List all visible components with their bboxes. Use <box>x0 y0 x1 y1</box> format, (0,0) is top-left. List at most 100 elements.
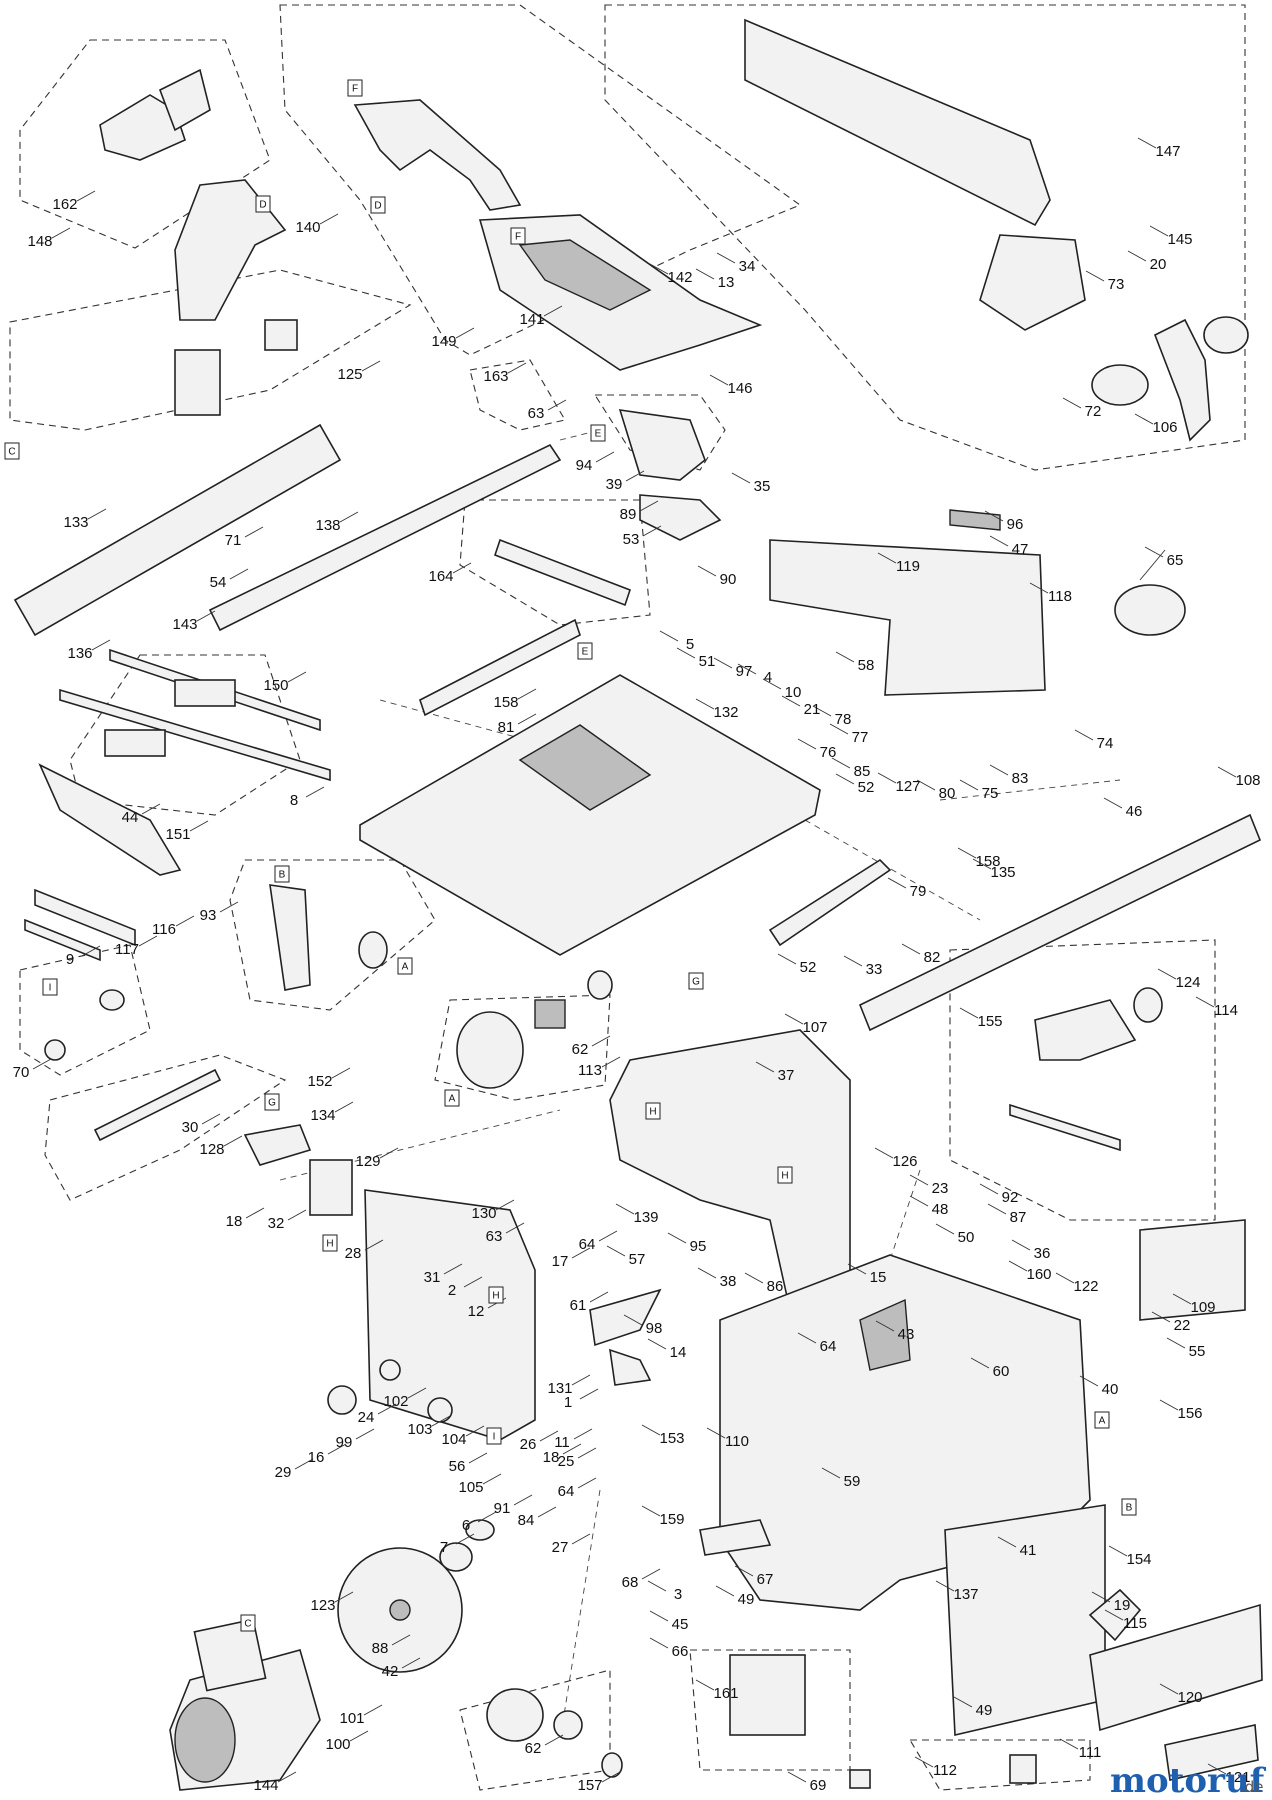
callout-leader-156 <box>1159 1399 1179 1411</box>
reference-tag-letter: H <box>781 1171 788 1182</box>
callout-111: 111 <box>1079 1744 1102 1761</box>
callout-64: 64 <box>579 1236 596 1253</box>
callout-131: 131 <box>547 1380 572 1397</box>
callout-leader-15 <box>847 1263 867 1275</box>
callout-51: 51 <box>699 653 716 670</box>
reference-tag-F: F <box>510 227 526 245</box>
reference-tag-B: B <box>274 865 290 883</box>
callout-leader-61 <box>589 1291 609 1303</box>
callout-leader-60 <box>970 1357 990 1369</box>
slide-rail-part <box>419 618 581 717</box>
callout-140: 140 <box>295 219 320 236</box>
callout-21: 21 <box>804 701 821 718</box>
callout-49: 49 <box>738 1591 755 1608</box>
fence-clamp-part <box>174 679 236 707</box>
callout-119: 119 <box>896 558 920 575</box>
callout-144: 144 <box>253 1777 278 1794</box>
reference-tag-box <box>486 1427 502 1445</box>
reference-tag-C: C <box>240 1614 256 1632</box>
callout-leader-115 <box>1104 1609 1124 1621</box>
callout-leader-31 <box>443 1263 463 1275</box>
callout-11: 11 <box>554 1434 570 1451</box>
callout-leader-36 <box>1011 1239 1031 1251</box>
callout-29: 29 <box>275 1464 292 1481</box>
callout-84: 84 <box>518 1512 535 1529</box>
callout-63: 63 <box>528 405 545 422</box>
callout-114: 114 <box>1214 1002 1238 1019</box>
mounting-bracket-part <box>269 884 311 991</box>
callout-leader-20 <box>1127 250 1147 262</box>
callout-123: 123 <box>310 1597 335 1614</box>
callout-leader-58 <box>835 651 855 663</box>
callout-leader-113 <box>601 1056 621 1068</box>
reference-tag-letter: B <box>279 870 286 881</box>
callout-leader-65 <box>1144 546 1164 558</box>
callout-leader-137 <box>935 1580 955 1592</box>
callout-75: 75 <box>982 785 999 802</box>
callout-34: 34 <box>739 258 756 275</box>
callout-163: 163 <box>483 368 508 385</box>
callout-leader-42 <box>401 1657 421 1669</box>
callout-leader-125 <box>361 360 381 372</box>
callout-leader-105 <box>482 1473 502 1485</box>
callout-leader-62 <box>591 1035 611 1047</box>
callout-9: 9 <box>66 951 74 968</box>
callout-22: 22 <box>1174 1317 1191 1334</box>
callout-31: 31 <box>424 1269 441 1286</box>
pulley-part <box>486 1688 544 1742</box>
elevating-screw-part <box>93 1068 222 1142</box>
callout-leader-142 <box>649 263 669 275</box>
callout-59: 59 <box>844 1473 861 1490</box>
callout-42: 42 <box>382 1663 399 1680</box>
callout-leader-143 <box>196 610 216 622</box>
callout-leader-33 <box>843 955 863 967</box>
callout-leader-91 <box>513 1494 533 1506</box>
callout-leader-74 <box>1074 729 1094 741</box>
switch-part <box>1009 1754 1037 1784</box>
callout-leader-160 <box>1008 1260 1028 1272</box>
callout-leader-22 <box>1151 1311 1171 1323</box>
callout-leader-120 <box>1159 1683 1179 1695</box>
callout-12: 12 <box>468 1303 485 1320</box>
right-slide-rail-part <box>768 858 892 947</box>
callout-leader-108 <box>1217 766 1237 778</box>
callout-130: 130 <box>471 1205 496 1222</box>
callout-74: 74 <box>1097 735 1114 752</box>
reference-tag-H: H <box>488 1286 504 1304</box>
callout-107: 107 <box>802 1019 827 1036</box>
callout-leader-71 <box>244 526 264 538</box>
reference-tag-letter: A <box>449 1094 456 1105</box>
callout-leader-79 <box>887 877 907 889</box>
callout-leader-118 <box>1029 582 1049 594</box>
reference-tag-box <box>510 227 526 245</box>
callout-33: 33 <box>866 961 883 978</box>
callout-leader-29 <box>294 1458 314 1470</box>
callout-137: 137 <box>953 1586 978 1603</box>
callout-62: 62 <box>572 1041 589 1058</box>
miter-gauge-part <box>1034 999 1137 1061</box>
callout-83: 83 <box>1012 770 1029 787</box>
callout-37: 37 <box>778 1067 795 1084</box>
callout-72: 72 <box>1085 403 1102 420</box>
callout-leader-28 <box>364 1239 384 1251</box>
callout-127: 127 <box>895 778 920 795</box>
callout-leader-89 <box>639 500 659 512</box>
reference-tag-box <box>274 865 290 883</box>
callout-leader-67 <box>734 1565 754 1577</box>
reference-tag-letter: A <box>1099 1416 1106 1427</box>
callout-36: 36 <box>1034 1245 1051 1262</box>
callout-65: 65 <box>1167 552 1184 569</box>
reference-tag-E: E <box>577 642 593 660</box>
callout-116: 116 <box>152 921 176 938</box>
callout-leader-48 <box>909 1195 929 1207</box>
callout-leader-131 <box>571 1374 591 1386</box>
callout-leader-146 <box>709 374 729 386</box>
callout-96: 96 <box>1007 516 1024 533</box>
reference-tag-letter: C <box>244 1619 251 1630</box>
label-plate-part <box>1089 1603 1263 1732</box>
callout-leader-93 <box>219 901 239 913</box>
callout-leader-104 <box>465 1425 485 1437</box>
callout-leader-88 <box>391 1634 411 1646</box>
callout-leader-87 <box>987 1203 1007 1215</box>
